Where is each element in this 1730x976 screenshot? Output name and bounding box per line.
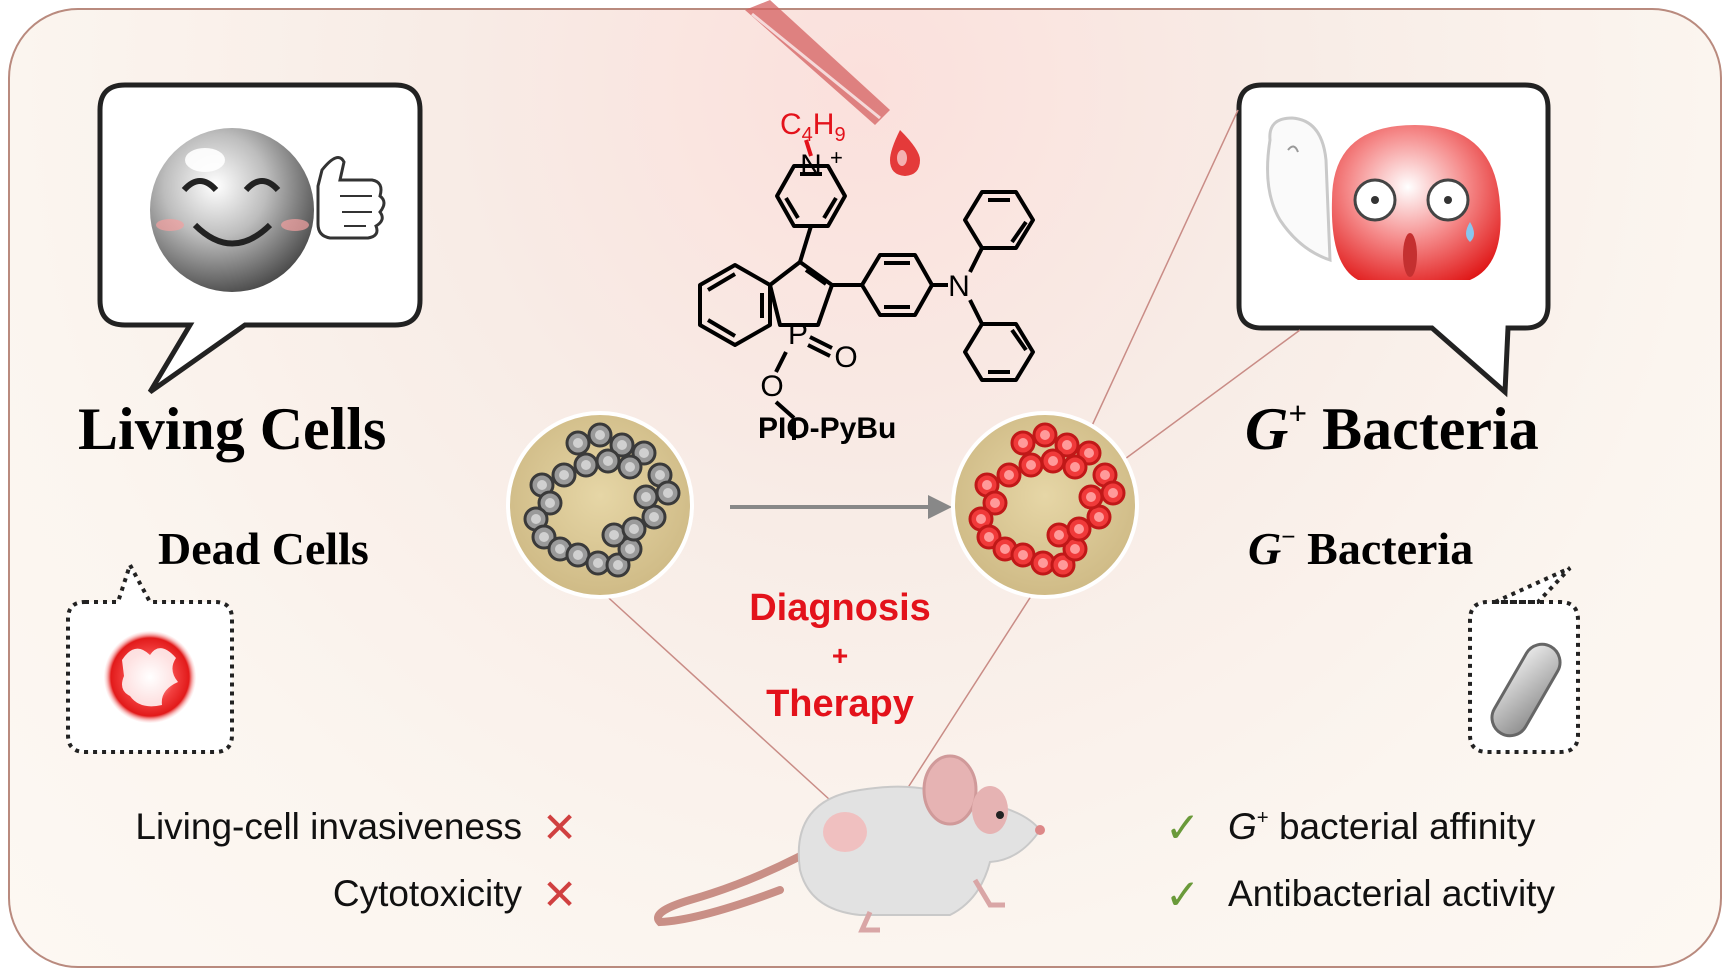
- property-antibacterial: Antibacterial activity: [1228, 873, 1555, 914]
- scared-bacterium-icon: [1331, 125, 1501, 280]
- bacterium-core: [1038, 558, 1048, 568]
- g-positive-rest: Bacteria: [1307, 396, 1539, 462]
- bacterium-core: [1018, 550, 1028, 560]
- bacterium-core: [1048, 456, 1058, 466]
- c4-sub: 4: [801, 124, 813, 146]
- guide-lines: [599, 109, 1301, 801]
- ghost-icon: [1266, 116, 1332, 263]
- bacterium-core: [555, 544, 565, 554]
- property-g-positive-affinity: G+ bacterial affinity: [1228, 806, 1535, 848]
- affinity-text: bacterial affinity: [1268, 806, 1536, 847]
- bacterium-core: [1074, 524, 1084, 534]
- therapy-label: Therapy: [766, 683, 914, 725]
- g-positive-sup: +: [1288, 396, 1308, 433]
- bacterium-core: [1070, 544, 1080, 554]
- dropper-icon: [745, 0, 920, 176]
- g-negative-rest: Bacteria: [1295, 523, 1474, 574]
- bacterium-core: [984, 532, 994, 542]
- bacterium-core: [990, 498, 1000, 508]
- bacterium-core: [595, 430, 605, 440]
- mouse-icon: [654, 754, 1045, 933]
- process-arrow: [730, 495, 952, 519]
- bacterium-core: [982, 480, 992, 490]
- butyl-group-label: C4H9: [780, 108, 846, 147]
- bacterium-core: [1084, 448, 1094, 458]
- phosphoryl-o: O: [834, 341, 857, 374]
- ester-o: O: [760, 370, 783, 403]
- bacterium-core: [639, 448, 649, 458]
- dead-cells-label: Dead Cells: [158, 523, 369, 574]
- smiling-cell-icon: [150, 128, 314, 292]
- compound-name: PIO-PyBu: [758, 412, 897, 445]
- pyridinium-charge: +: [830, 145, 843, 170]
- living-cells-label: Living Cells: [78, 396, 387, 462]
- property-invasiveness: Living-cell invasiveness: [135, 806, 522, 847]
- diagnosis-label: Diagnosis: [749, 587, 931, 629]
- bacterium-core: [976, 514, 986, 524]
- bacterium-core: [545, 498, 555, 508]
- g-negative-bacteria-label: G− Bacteria: [1248, 522, 1473, 575]
- h9-h: H: [812, 108, 835, 141]
- bacterium-core: [625, 462, 635, 472]
- bacterium-core: [1100, 470, 1110, 480]
- gray-bacteria-chain: [523, 422, 681, 578]
- thumbs-up-icon: [316, 156, 386, 240]
- bacterium-core: [573, 550, 583, 560]
- red-bacteria-chain: [968, 422, 1126, 578]
- cross-icon: ✕: [542, 804, 578, 851]
- phosphorus-p: P: [788, 318, 808, 351]
- bacterium-core: [573, 438, 583, 448]
- check-icon: ✓: [1165, 804, 1201, 851]
- pyridinium-n: N: [800, 149, 822, 182]
- bacterium-core: [629, 524, 639, 534]
- check-icon: ✓: [1165, 871, 1201, 918]
- bacterium-core: [1018, 438, 1028, 448]
- rod-bacterium-icon: [1490, 642, 1562, 738]
- bacterium-core: [609, 530, 619, 540]
- red-dead-cell-icon: [104, 631, 196, 723]
- bacterium-core: [603, 456, 613, 466]
- bacterium-core: [641, 492, 651, 502]
- g-negative-sup: −: [1281, 523, 1296, 552]
- pio-pybu-structure: [698, 139, 1035, 440]
- bacterium-core: [1108, 488, 1118, 498]
- bacterium-core: [663, 488, 673, 498]
- plus-label: +: [831, 640, 849, 671]
- property-cytotoxicity: Cytotoxicity: [332, 873, 522, 914]
- bacterium-core: [1026, 460, 1036, 470]
- g-negative-prefix: G: [1248, 523, 1282, 574]
- bacterium-core: [539, 532, 549, 542]
- g-positive-bacteria-label: G+ Bacteria: [1245, 395, 1539, 464]
- bacterium-core: [581, 460, 591, 470]
- h9-sub: 9: [834, 124, 846, 146]
- bacterium-core: [1062, 440, 1072, 450]
- bacterium-core: [1070, 462, 1080, 472]
- bacterium-core: [617, 440, 627, 450]
- c4-c: C: [780, 108, 802, 141]
- bacterium-core: [537, 480, 547, 490]
- bacterium-core: [625, 544, 635, 554]
- bacterium-core: [559, 470, 569, 480]
- amine-n: N: [948, 270, 970, 303]
- bacterium-core: [649, 512, 659, 522]
- bacterium-core: [655, 470, 665, 480]
- bacterium-core: [531, 514, 541, 524]
- bacterium-core: [1054, 530, 1064, 540]
- bacterium-core: [1040, 430, 1050, 440]
- bacterium-core: [613, 560, 623, 570]
- cross-icon: ✕: [542, 871, 578, 918]
- bacterium-core: [1094, 512, 1104, 522]
- g-positive-prefix: G: [1245, 396, 1289, 462]
- bacterium-core: [1000, 544, 1010, 554]
- bacterium-core: [593, 558, 603, 568]
- bacterium-core: [1086, 492, 1096, 502]
- affinity-g: G: [1228, 806, 1257, 847]
- bacterium-core: [1004, 470, 1014, 480]
- affinity-sup: +: [1256, 806, 1269, 829]
- bacterium-core: [1058, 560, 1068, 570]
